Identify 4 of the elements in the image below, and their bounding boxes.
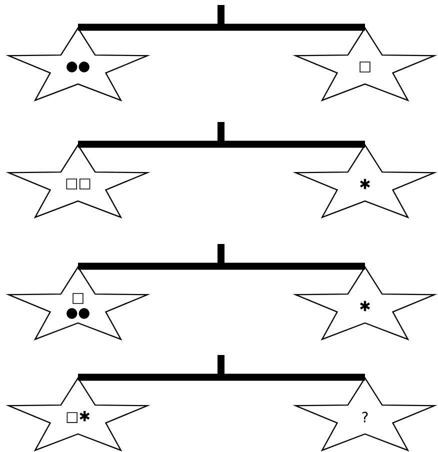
- balance-beam: [78, 140, 365, 148]
- balance-beam: [78, 374, 365, 381]
- balance-beam: [78, 262, 365, 270]
- balance-beam: [78, 24, 365, 31]
